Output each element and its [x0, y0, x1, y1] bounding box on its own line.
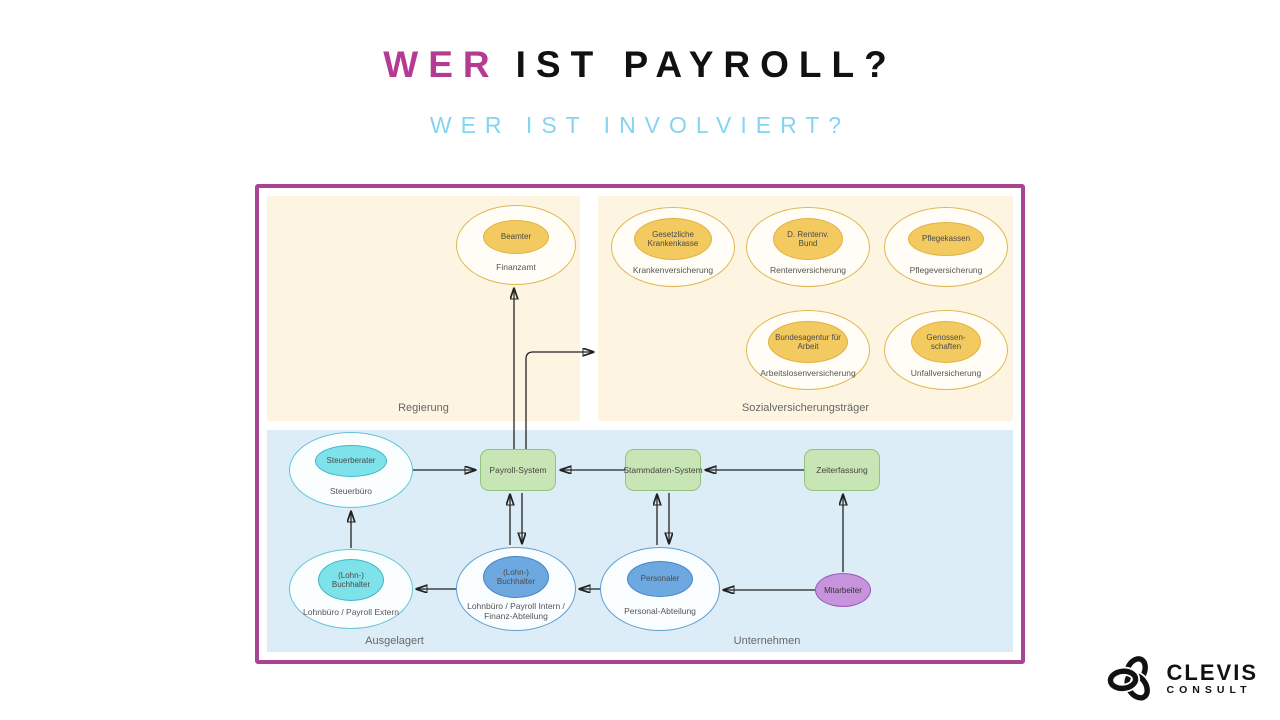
clevis-knot-icon: [1105, 656, 1152, 703]
node-unfallversicherung-role: Genossen- schaften: [911, 321, 981, 363]
region-ausgelagert-label: Ausgelagert: [365, 635, 424, 647]
node-personal-abteilung-role: Personaler: [627, 561, 693, 597]
region-regierung-label: Regierung: [398, 402, 449, 414]
node-unfallversicherung: Genossen- schaften Unfallversicherung: [884, 310, 1008, 390]
node-arbeitslosenversicherung: Bundesagentur für Arbeit Arbeitslosenver…: [746, 310, 870, 390]
logo-brand: CLEVIS: [1166, 660, 1258, 685]
node-arbeitslosenversicherung-label: Arbeitslosenversicherung: [760, 368, 856, 378]
node-pflegeversicherung-label: Pflegeversicherung: [909, 265, 983, 275]
node-steuerbuero: Steuerberater Steuerbüro: [289, 432, 413, 508]
region-unternehmen-label: Unternehmen: [733, 635, 801, 647]
region-sozialversicherung-label: Sozialversicherungsträger: [741, 402, 870, 414]
system-zeiterfassung: Zeiterfassung: [804, 449, 880, 491]
system-stammdaten: Stammdaten-System: [623, 449, 703, 491]
system-payroll: Payroll-System: [480, 449, 556, 491]
payroll-diagram: Regierung Sozialversicherungsträger Ausg…: [255, 184, 1025, 664]
node-lohnbuero-extern-role: (Lohn-) Buchhalter: [318, 559, 384, 601]
node-krankenversicherung-label: Krankenversicherung: [632, 265, 714, 275]
title-highlight: WER: [383, 44, 500, 85]
logo-text: CLEVIS CONSULT: [1166, 660, 1258, 697]
clevis-logo: CLEVIS CONSULT: [1105, 652, 1258, 706]
node-rentenversicherung-label: Rentenversicherung: [769, 265, 847, 275]
node-lohnbuero-extern-label: Lohnbüro / Payroll Extern: [303, 607, 399, 617]
node-rentenversicherung: D. Rentenv. Bund Rentenversicherung: [746, 207, 870, 287]
node-steuerbuero-label: Steuerbüro: [329, 486, 373, 496]
node-pflegeversicherung: Pflegekassen Pflegeversicherung: [884, 207, 1008, 287]
node-lohnbuero-intern-role: (Lohn-) Buchhalter: [483, 556, 549, 598]
node-krankenversicherung: Gesetzliche Krankenkasse Krankenversiche…: [611, 207, 735, 287]
page-title: WER IST PAYROLL?: [0, 44, 1280, 86]
node-personal-abteilung-label: Personal-Abteilung: [624, 606, 696, 616]
node-personal-abteilung: Personaler Personal-Abteilung: [600, 547, 720, 631]
logo-subtitle: CONSULT: [1166, 684, 1252, 696]
node-lohnbuero-intern: (Lohn-) Buchhalter Lohnbüro / Payroll In…: [456, 547, 576, 631]
title-rest: IST PAYROLL?: [515, 44, 897, 85]
node-lohnbuero-intern-label: Lohnbüro / Payroll Intern / Finanz-Abtei…: [467, 601, 565, 621]
node-arbeitslosenversicherung-role: Bundesagentur für Arbeit: [768, 321, 848, 363]
node-mitarbeiter: Mitarbeiter: [815, 573, 871, 607]
node-krankenversicherung-role: Gesetzliche Krankenkasse: [634, 218, 712, 260]
node-lohnbuero-extern: (Lohn-) Buchhalter Lohnbüro / Payroll Ex…: [289, 549, 413, 629]
node-unfallversicherung-label: Unfallversicherung: [910, 368, 982, 378]
node-finanzamt: Beamter Finanzamt: [456, 205, 576, 285]
node-pflegeversicherung-role: Pflegekassen: [908, 222, 984, 256]
node-finanzamt-label: Finanzamt: [496, 262, 536, 272]
node-rentenversicherung-role: D. Rentenv. Bund: [773, 218, 843, 260]
node-steuerbuero-role: Steuerberater: [315, 445, 387, 477]
node-finanzamt-role: Beamter: [483, 220, 549, 254]
page-subtitle: WER IST INVOLVIERT?: [429, 112, 851, 138]
